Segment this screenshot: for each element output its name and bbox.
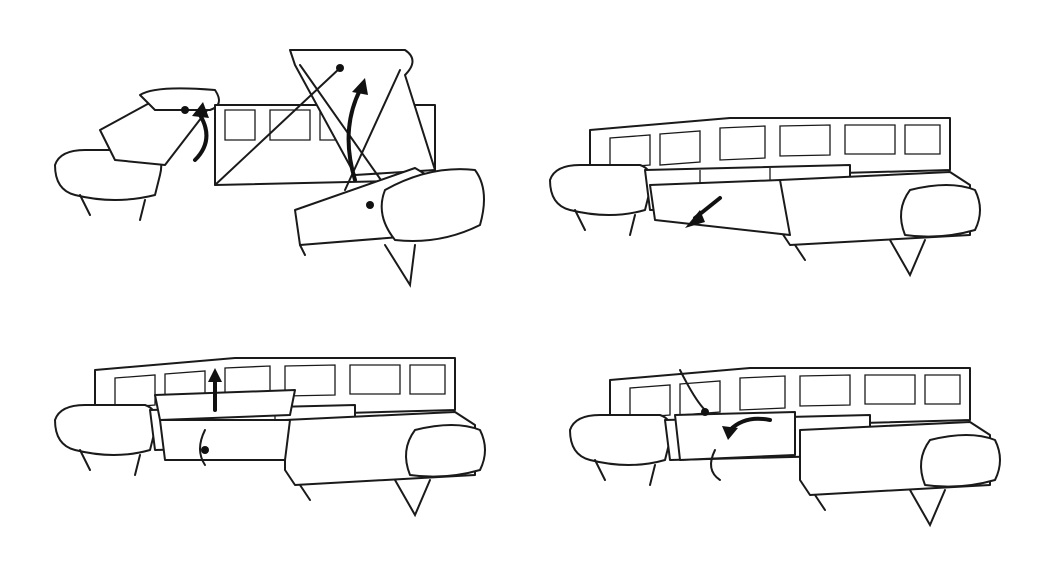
step-3-panel — [54, 357, 486, 516]
step-2-panel — [549, 117, 981, 276]
step-4-panel — [569, 367, 1001, 526]
step-1-panel — [54, 49, 485, 288]
